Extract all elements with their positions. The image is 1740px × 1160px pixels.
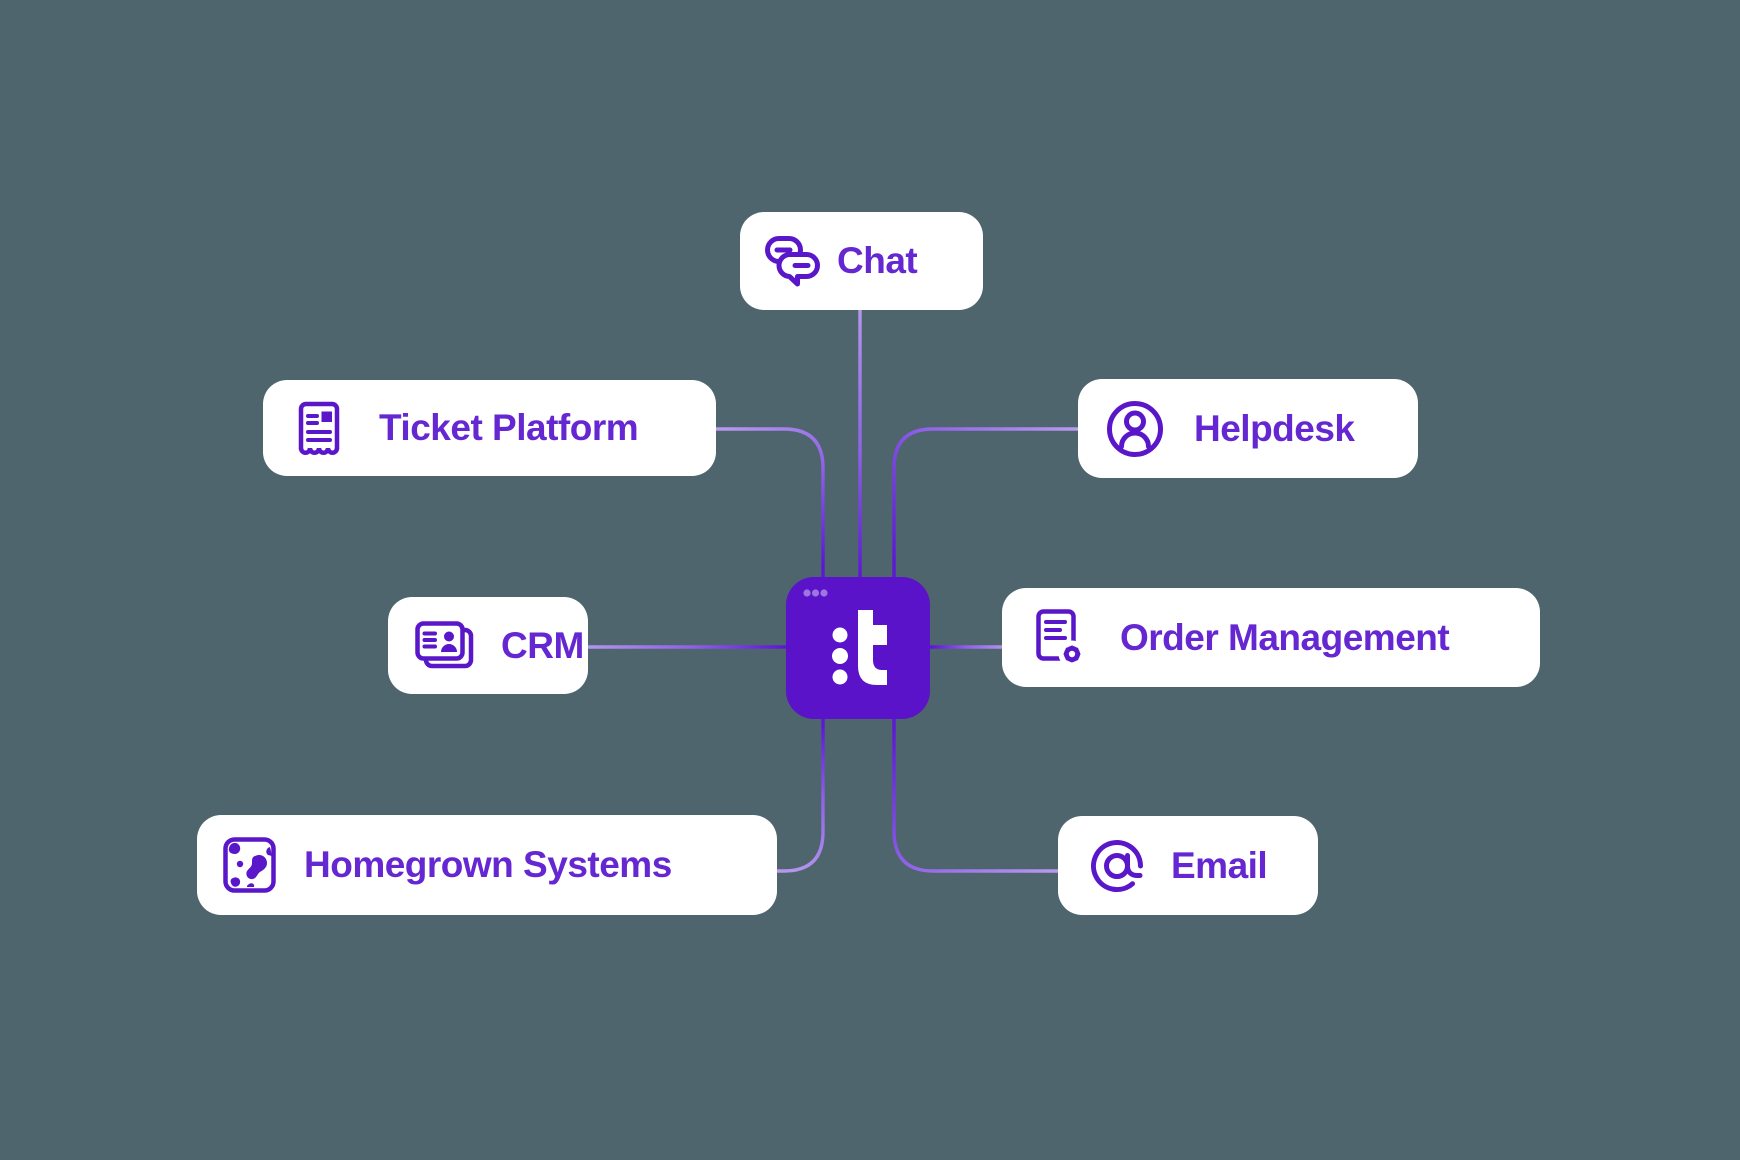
node-card-crm: CRM [366, 588, 610, 720]
at-sign-icon [1091, 839, 1143, 892]
document-gear-icon [1036, 608, 1086, 667]
t-logo [803, 589, 887, 685]
center-hub-node [779, 572, 937, 729]
window-dot [811, 589, 820, 597]
node-card-homegrown-systems: Homegrown Systems [175, 806, 799, 941]
window-dot [820, 589, 828, 597]
node-label-helpdesk: Helpdesk [1194, 407, 1355, 449]
node-card-chat: Chat [718, 203, 1005, 336]
receipt-ticket-icon [298, 401, 340, 455]
node-label-homegrown-systems: Homegrown Systems [304, 844, 672, 885]
node-card-order-management: Order Management [980, 579, 1562, 713]
node-label-crm: CRM [501, 624, 584, 666]
connector-helpdesk [892, 427, 1084, 580]
node-card-email: Email [1036, 807, 1340, 941]
connector-ticket [710, 427, 825, 580]
node-label-ticket-platform: Ticket Platform [379, 407, 639, 448]
window-dot [803, 589, 811, 597]
node-label-email: Email [1171, 844, 1268, 886]
node-label-order-management: Order Management [1120, 616, 1450, 658]
node-card-helpdesk: Helpdesk [1056, 370, 1440, 504]
node-card-ticket-platform: Ticket Platform [241, 371, 738, 502]
connector-homegrown [770, 716, 825, 873]
user-circle-icon [1107, 400, 1163, 457]
connector-email [892, 716, 1064, 873]
node-label-chat: Chat [837, 240, 918, 281]
chat-bubbles-icon [765, 236, 820, 287]
map-blocks-icon [223, 837, 276, 893]
contact-card-icon [415, 620, 474, 668]
